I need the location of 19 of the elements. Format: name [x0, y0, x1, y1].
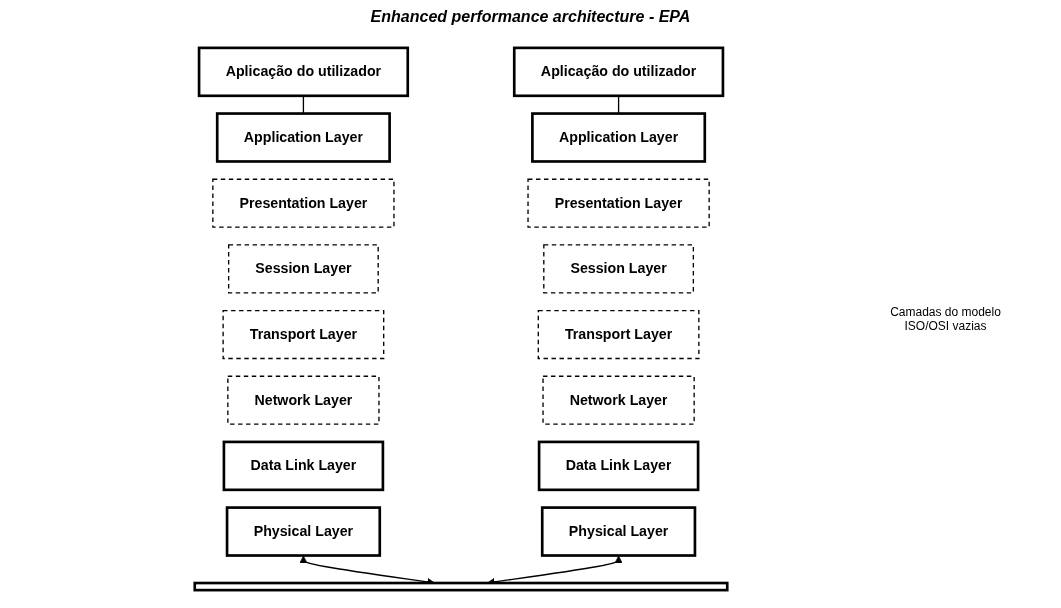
- node-box: Session Layer: [542, 244, 694, 294]
- node-box: Physical Layer: [540, 506, 696, 557]
- diagram-title: Enhanced performance architecture - EPA: [370, 8, 691, 26]
- node-box: Aplicação do utilizador: [197, 46, 409, 98]
- node-box: Network Layer: [541, 375, 695, 425]
- node-box: Session Layer: [227, 244, 379, 294]
- node-box: Data Link Layer: [222, 440, 384, 492]
- node-box: Network Layer: [226, 375, 380, 425]
- node-box: Application Layer: [530, 112, 706, 163]
- node-box: Physical Layer: [225, 506, 381, 557]
- node-box: Data Link Layer: [537, 440, 699, 492]
- node-box: Presentation Layer: [211, 178, 395, 228]
- note-text: Camadas do modelo ISO/OSI vazias: [889, 305, 1002, 333]
- node-box: Presentation Layer: [526, 178, 710, 228]
- node-box: Application Layer: [215, 112, 391, 163]
- node-bar: [192, 581, 729, 592]
- node-box: Aplicação do utilizador: [512, 46, 724, 98]
- node-box: Transport Layer: [537, 309, 700, 360]
- node-box: Transport Layer: [221, 309, 384, 360]
